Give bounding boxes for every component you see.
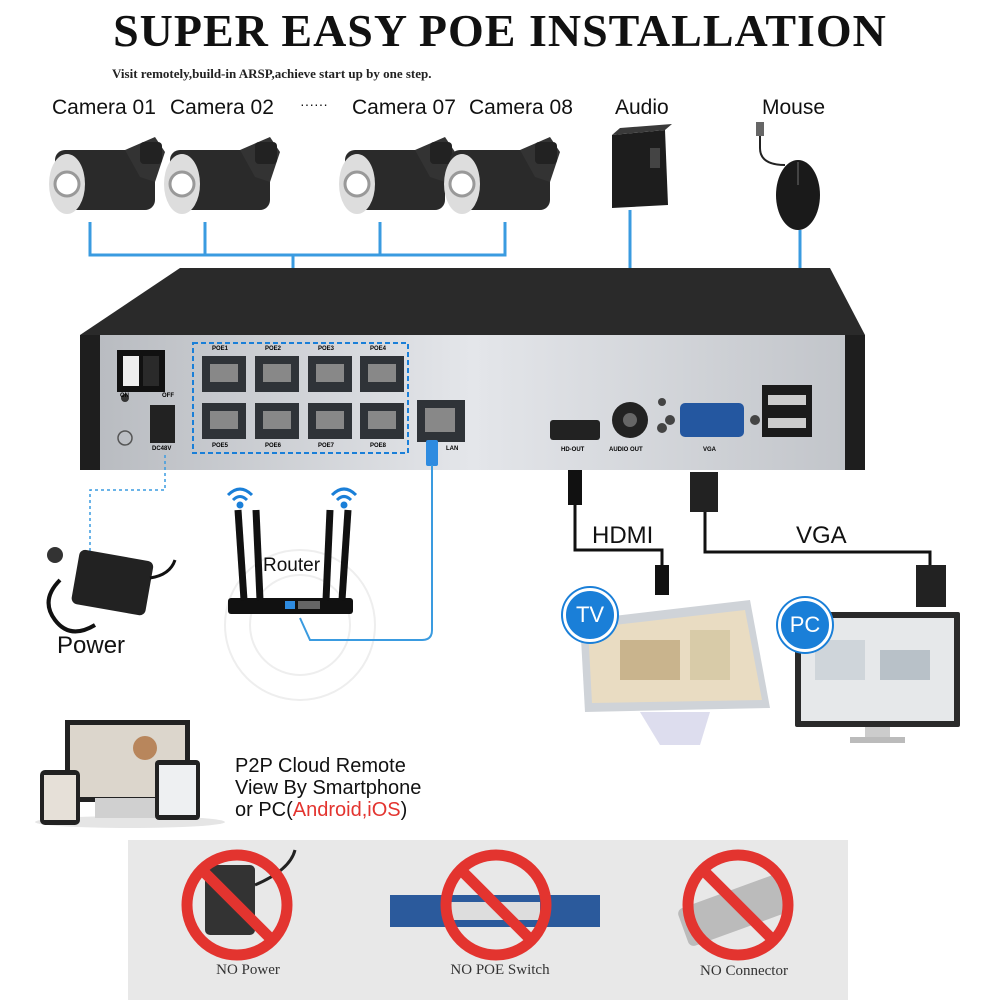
p2p-line3-suffix: ) [400, 799, 408, 821]
usb-ports [762, 385, 812, 437]
off-label: OFF [162, 393, 174, 399]
prohibit-icon [181, 849, 794, 961]
poe-ports [202, 356, 404, 439]
tv-icon [580, 600, 770, 745]
p2p-line3: or PC(Android,iOS) [235, 799, 421, 821]
router-icon [224, 509, 376, 701]
hdout-label: HD-OUT [561, 447, 585, 453]
mouse-label: Mouse [762, 96, 826, 119]
no-power-label: NO Power [216, 962, 280, 978]
p2p-line3-prefix: or PC( [235, 799, 293, 821]
p2p-description: P2P Cloud Remote View By Smartphone or P… [235, 755, 421, 821]
camera-07-icon [339, 137, 455, 214]
poe2-label: POE2 [265, 346, 282, 352]
dc-jack [150, 405, 175, 443]
camera-02-icon [164, 137, 280, 214]
power-label: Power [57, 632, 126, 659]
poe5-label: POE5 [212, 443, 229, 449]
poe8-label: POE8 [370, 443, 387, 449]
pc-badge: PC [778, 598, 832, 652]
page-subtitle: Visit remotely,build-in ARSP,achieve sta… [112, 66, 432, 81]
on-label: ON [120, 393, 129, 399]
poe1-label: POE1 [212, 346, 229, 352]
connector-image [678, 874, 792, 946]
audio-label: Audio [615, 96, 669, 119]
audioout-label: AUDIO OUT [609, 447, 643, 453]
vga-port [680, 403, 744, 437]
camera-08-label: Camera 08 [469, 96, 573, 119]
camera-08-icon [444, 137, 560, 214]
no-connector-label: NO Connector [700, 963, 788, 979]
camera-01-label: Camera 01 [52, 96, 156, 119]
page-title: SUPER EASY POE INSTALLATION [113, 5, 887, 56]
pc-monitor-icon [795, 612, 960, 743]
poe4-label: POE4 [370, 346, 387, 352]
mouse-icon [756, 122, 820, 230]
hdmi-label: HDMI [592, 522, 654, 549]
remote-devices-icon [35, 720, 225, 828]
camera-02-label: Camera 02 [170, 96, 274, 119]
hdmi-port [550, 420, 600, 440]
camera-01-icon [49, 137, 165, 214]
camera-ellipsis: ······ [300, 96, 328, 112]
router-label: Router [263, 555, 321, 576]
poe3-label: POE3 [318, 346, 335, 352]
vga-label: VGA [796, 522, 847, 549]
vga-port-label: VGA [703, 447, 717, 453]
p2p-platforms: Android,iOS [292, 799, 401, 821]
hdmi-cable [568, 470, 669, 595]
lan-cable [299, 465, 433, 641]
tv-badge: TV [563, 588, 617, 642]
nvr-icon [80, 268, 865, 470]
speaker-icon [612, 124, 672, 208]
no-poe-switch-label: NO POE Switch [450, 962, 550, 978]
power-adapter-icon [46, 547, 177, 634]
p2p-line2: View By Smartphone [235, 777, 422, 799]
poe6-label: POE6 [265, 443, 282, 449]
p2p-line1: P2P Cloud Remote [235, 755, 406, 777]
wifi-icon [226, 487, 358, 509]
camera-07-label: Camera 07 [352, 96, 456, 119]
dc-label: DC48V [152, 446, 172, 452]
poe7-label: POE7 [318, 443, 335, 449]
lan-label: LAN [446, 446, 459, 452]
vga-cable [690, 472, 946, 607]
